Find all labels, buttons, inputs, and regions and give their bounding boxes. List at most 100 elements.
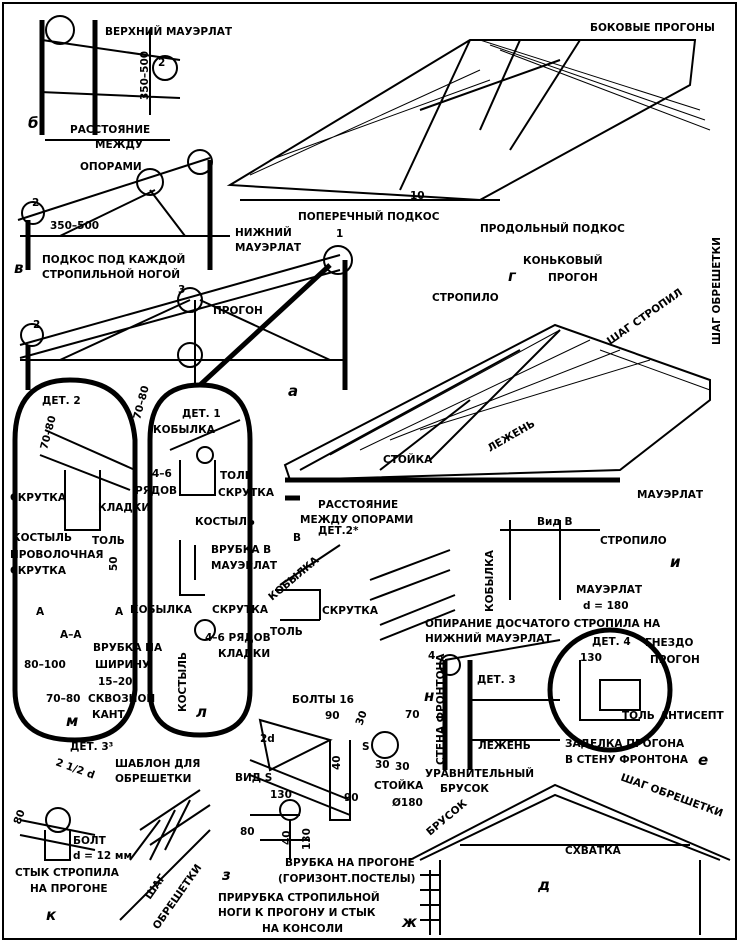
diagram-label: ДЕТ. 4 [592, 636, 631, 648]
diagram-label: 15–20 [98, 676, 132, 688]
diagram-label: ПРИРУБКА СТРОПИЛЬНОЙ [218, 891, 380, 904]
diagram-label: МАУЭРЛАТ [576, 584, 643, 596]
diagram-label: ПРОДОЛЬНЫЙ ПОДКОС [480, 222, 625, 235]
diagram-label: S [362, 741, 370, 753]
diagram-label: д [537, 876, 550, 894]
diagram-label: ЛЕЖЕНЬ [486, 418, 538, 455]
diagram-label: ДЕТ. 3³ [70, 741, 114, 753]
diagram-label: СТЕНА ФРОНТОНА [435, 653, 447, 765]
diagram-label: СКРУТКА [212, 604, 269, 616]
diagram-label: ГНЕЗДО [645, 637, 693, 649]
diagram-label: г [508, 267, 517, 285]
diagram-label: ТОЛЬ [270, 626, 303, 638]
diagram-label: СКВОЗНОЙ [88, 692, 155, 705]
diagram-label: БОКОВЫЕ ПРОГОНЫ [590, 22, 715, 34]
diagram-label: к [46, 906, 57, 924]
diagram-label: ПОПЕРЕЧНЫЙ ПОДКОС [298, 210, 440, 223]
diagram-label: СКРУТКА [322, 605, 379, 617]
diagram-label: н [424, 687, 434, 705]
diagram-label: СКРУТКА [10, 492, 67, 504]
diagram-label: КОСТЫЛЬ [177, 652, 189, 712]
diagram-label: ВРУБКА В [211, 544, 271, 556]
diagram-label: 2d [260, 733, 275, 745]
diagram-label: 2 [158, 57, 165, 69]
diagram-label: ВИД S [235, 772, 272, 784]
diagram-label: 50 [108, 556, 120, 571]
diagram-label: ШИРИНУ [95, 659, 150, 671]
diagram-label: ОБРЕШЕТКИ [115, 773, 191, 785]
diagram-label: НА ПРОГОНЕ [30, 883, 108, 895]
diagram-label: А [36, 606, 45, 618]
diagram-label: 30 [354, 709, 370, 727]
diagram-label: СТРОПИЛЬНОЙ НОГОЙ [42, 268, 180, 281]
diagram-label: б [28, 114, 38, 132]
diagram-label: КАНТ [92, 709, 125, 721]
diagram-label: Вид В [537, 516, 573, 528]
diagram-label: (ГОРИЗОНТ.ПОСТЕЛЫ) [278, 873, 415, 885]
diagram-label: 130 [301, 828, 313, 850]
diagram-label: ВЕРХНИЙ МАУЭРЛАТ [105, 25, 233, 38]
diagram-label: ПОДКОС ПОД КАЖДОЙ [42, 253, 185, 266]
diagram-label: СТОЙКА [374, 779, 424, 792]
diagram-label: а [288, 382, 298, 400]
diagram-label: КОСТЫЛЬ [12, 532, 72, 544]
diagram-label: СТРОПИЛО [600, 535, 667, 547]
diagram-label: 130 [270, 789, 292, 801]
diagram-label: 2 [32, 197, 39, 209]
diagram-label: ПРОГОН [213, 305, 263, 317]
diagram-label: СКРУТКА [10, 565, 67, 577]
diagram-label: 80 [12, 808, 28, 826]
diagram-label: МЕЖДУ [95, 139, 143, 151]
diagram-label: 30 [375, 759, 390, 771]
diagram-label: ШАГ СТРОПИЛ [605, 286, 685, 347]
diagram-label: АНТИСЕПТ [660, 710, 725, 722]
diagram-label: 40 [331, 755, 343, 770]
diagram-label: В СТЕНУ ФРОНТОНА [565, 754, 689, 766]
diagram-label: КОБЫЛКА [153, 424, 216, 436]
diagram-label: КОСТЫЛЬ [195, 516, 255, 528]
diagram-label: БОЛТЫ 16 [292, 694, 354, 706]
diagram-label: КЛАДКИ [98, 502, 150, 514]
diagram-label: ЛЕЖЕНЬ [478, 740, 531, 752]
diagram-label: ПРОГОН [650, 654, 700, 666]
diagram-label: м [66, 712, 78, 730]
diagram-label: 30 [395, 761, 410, 773]
diagram-label: ПРОГОН [548, 272, 598, 284]
diagram-label: БРУСОК [440, 783, 489, 795]
diagram-label: А–А [60, 629, 82, 641]
diagram-label: НОГИ К ПРОГОНУ И СТЫК [218, 907, 376, 919]
diagram-label: 80–100 [24, 659, 66, 671]
diagram-label: 2 [33, 319, 40, 331]
diagram-label: СХВАТКА [565, 845, 622, 857]
diagram-label: 90 [325, 710, 340, 722]
diagram-label: d = 180 [583, 600, 629, 612]
diagram-label: 70–80 [38, 414, 59, 450]
diagram-label: 90 [344, 792, 359, 804]
diagram-label: ОПОРАМИ [80, 161, 142, 173]
diagram-label: 70 [405, 709, 420, 721]
diagram-label: РАССТОЯНИЕ [318, 499, 398, 511]
diagram-label: ТОЛЬ [220, 470, 253, 482]
diagram-label: ДЕТ. 3 [477, 674, 516, 686]
diagram-label: ДЕТ. 2 [42, 395, 81, 407]
diagram-label: 70–80 [46, 693, 80, 705]
diagram-label: 2 1/2 d [54, 757, 96, 782]
diagram-label: ж [401, 913, 418, 931]
diagram-label: КОНЬКОВЫЙ [523, 254, 602, 267]
diagram-label: 10 [410, 190, 425, 202]
diagram-label: в [14, 259, 24, 277]
diagram-label: ПРОВОЛОЧНАЯ [10, 549, 103, 561]
diagram-label: ДЕТ.2* [318, 525, 359, 537]
diagram-label: РАССТОЯНИЕ [70, 124, 150, 136]
diagram-label: В [293, 532, 301, 544]
diagram-label: Ø180 [392, 797, 423, 809]
diagram-label: УРАВНИТЕЛЬНЫЙ [425, 767, 534, 780]
diagram-label: ОПИРАНИЕ ДОСЧАТОГО СТРОПИЛА НА [425, 618, 661, 630]
diagram-label: ВРУБКА НА ПРОГОНЕ [285, 857, 415, 869]
diagram-label: КОБЫЛКА [484, 549, 496, 612]
diagram-label: СТРОПИЛО [432, 292, 499, 304]
diagram-label: ТОЛЬ [622, 710, 655, 722]
